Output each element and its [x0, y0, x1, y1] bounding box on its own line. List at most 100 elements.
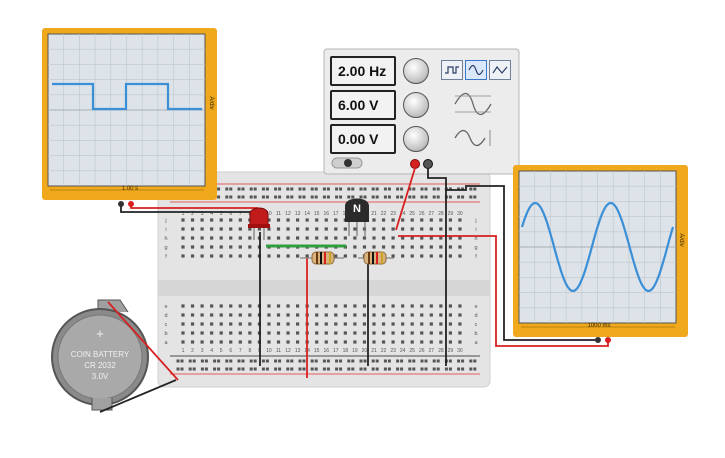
triangle-wave-button[interactable]: [489, 60, 511, 80]
row-letter: j: [474, 218, 476, 224]
column-number: 12: [285, 348, 291, 354]
row-letter: a: [474, 340, 478, 346]
row-letter: h: [164, 236, 167, 242]
sine-wave-icon: [468, 64, 484, 76]
npn-transistor[interactable]: [345, 198, 369, 237]
column-number: 11: [276, 211, 281, 217]
row-letter: a: [164, 340, 168, 346]
coin-battery[interactable]: +: [51, 299, 149, 411]
battery-label-line2: CR 2032: [84, 361, 116, 370]
positive-terminal[interactable]: [410, 159, 420, 169]
row-letter: d: [164, 313, 167, 319]
scope-right-neg-terminal[interactable]: [595, 337, 601, 343]
column-number: 21: [371, 211, 377, 217]
column-number: 18: [343, 348, 349, 354]
column-number: 28: [438, 348, 444, 354]
square-wave-icon: [445, 66, 459, 74]
column-number: 1: [182, 348, 185, 354]
row-letter: c: [475, 322, 478, 328]
row-letter: e: [474, 304, 477, 310]
column-number: 6: [229, 348, 232, 354]
column-number: 16: [323, 348, 329, 354]
column-number: 16: [323, 211, 329, 217]
column-number: 25: [409, 348, 415, 354]
amplitude-knob[interactable]: [403, 92, 429, 118]
wire-red-battery[interactable]: [107, 301, 179, 381]
offset-symbol-icon: [454, 129, 486, 147]
column-number: 7: [239, 348, 242, 354]
column-number: 2: [191, 211, 194, 217]
column-number: 7: [239, 211, 242, 217]
battery-label-line1: COIN BATTERY: [70, 350, 130, 359]
red-led[interactable]: [248, 207, 270, 240]
column-number: 23: [390, 348, 396, 354]
column-number: 13: [295, 348, 301, 354]
column-number: 27: [429, 211, 435, 217]
scope-left-pos-terminal[interactable]: [128, 201, 134, 207]
resistor-2[interactable]: [358, 251, 394, 265]
row-letter: b: [164, 331, 167, 337]
amplitude-symbol-icon: [454, 92, 492, 116]
column-number: 15: [314, 211, 320, 217]
oscilloscope-left[interactable]: [42, 28, 217, 200]
scope-right-pos-terminal[interactable]: [605, 337, 611, 343]
frequency-knob[interactable]: [403, 58, 429, 84]
square-wave-button[interactable]: [441, 60, 463, 80]
column-number: 24: [400, 211, 406, 217]
resistor-1[interactable]: [300, 251, 344, 265]
column-number: 15: [314, 348, 320, 354]
power-switch-icon[interactable]: [344, 159, 352, 167]
breadboard[interactable]: 1234567891011121314151617181920212223242…: [157, 171, 491, 388]
wire-red-scope-right[interactable]: [398, 235, 609, 347]
scope-left-neg-terminal[interactable]: [118, 201, 124, 207]
column-number: 14: [304, 211, 310, 217]
wire-black-battery[interactable]: [99, 379, 177, 413]
wire-black-generator[interactable]: [427, 168, 598, 341]
column-number: 22: [381, 348, 387, 354]
column-number: 1: [182, 211, 185, 217]
scope-left-trace: [52, 82, 202, 111]
column-number: 24: [400, 348, 406, 354]
sine-wave-button[interactable]: [465, 60, 487, 80]
column-number: 11: [276, 348, 281, 354]
wire-red-generator[interactable]: [395, 167, 416, 231]
column-number: 30: [457, 211, 463, 217]
scope-right-timebase: 1000 ms: [587, 323, 611, 329]
amplitude-display: 6.00 V: [330, 90, 396, 120]
scope-right-side-label: A/div: [678, 233, 684, 247]
column-number: 13: [295, 211, 301, 217]
scope-right-trace: [520, 202, 675, 292]
column-number: 22: [381, 211, 387, 217]
row-letter: e: [164, 304, 167, 310]
column-number: 6: [229, 211, 232, 217]
column-number: 5: [220, 211, 223, 217]
column-number: 17: [333, 348, 339, 354]
column-number: 4: [210, 211, 213, 217]
dc-offset-knob[interactable]: [403, 126, 429, 152]
negative-terminal[interactable]: [423, 159, 433, 169]
column-number: 4: [210, 348, 213, 354]
column-number: 29: [448, 348, 454, 354]
scope-left-timebase: 1.00 s: [121, 186, 139, 192]
oscilloscope-right[interactable]: [513, 165, 688, 337]
row-letter: g: [474, 245, 477, 251]
column-number: 2: [191, 348, 194, 354]
row-letter: h: [474, 236, 477, 242]
dc-offset-display: 0.00 V: [330, 124, 396, 154]
row-letter: f: [165, 254, 167, 260]
scope-left-side-label: A/div: [208, 96, 214, 110]
row-letter: j: [164, 218, 166, 224]
frequency-display: 2.00 Hz: [330, 56, 396, 86]
column-number: 27: [429, 348, 435, 354]
row-letter: b: [474, 331, 477, 337]
battery-label-line3: 3.0V: [91, 372, 109, 381]
column-number: 20: [362, 348, 368, 354]
row-letter: g: [164, 245, 167, 251]
column-number: 26: [419, 348, 425, 354]
column-number: 3: [201, 211, 204, 217]
column-number: 10: [266, 211, 272, 217]
column-number: 25: [409, 211, 415, 217]
row-letter: i: [475, 227, 476, 233]
